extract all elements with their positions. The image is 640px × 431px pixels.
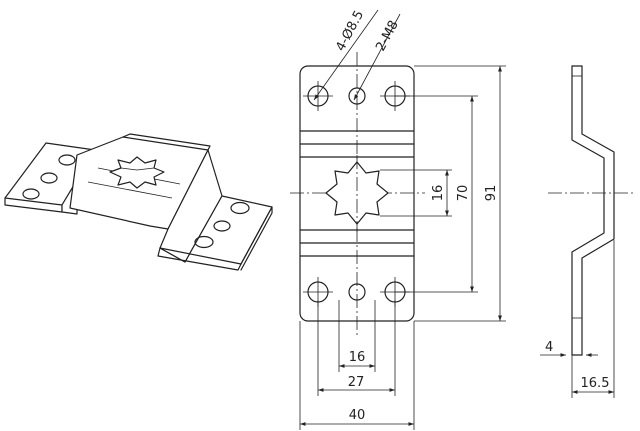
leader-holes-large bbox=[313, 9, 379, 101]
side-profile-inner bbox=[581, 65, 615, 356]
iso-hole-5 bbox=[213, 220, 231, 232]
thread-hole-top bbox=[348, 87, 366, 105]
side-profile-outer bbox=[571, 65, 605, 356]
iso-hole-4 bbox=[230, 201, 250, 215]
iso-star-inner bbox=[120, 167, 155, 171]
star-cutout bbox=[325, 161, 389, 225]
iso-top-edge bbox=[122, 133, 211, 151]
iso-hole-3 bbox=[22, 188, 40, 200]
label-star-width: 16 bbox=[431, 185, 446, 202]
label-overall-width: 40 bbox=[349, 408, 366, 423]
iso-bend-line-2 bbox=[87, 181, 173, 199]
iso-hole-2 bbox=[40, 172, 58, 184]
label-overall-length: 91 bbox=[484, 185, 499, 202]
isometric-view bbox=[4, 133, 273, 271]
iso-right-flange-side bbox=[240, 206, 273, 271]
label-height: 16.5 bbox=[581, 376, 610, 391]
iso-star-cutout bbox=[109, 156, 165, 189]
front-dimensions: 4-Ø8.5 2-M8 16 70 91 16 27 40 bbox=[299, 8, 506, 430]
label-holes-thread: 2-M8 bbox=[373, 18, 401, 54]
thread-hole-bottom bbox=[348, 283, 366, 301]
label-center-large: 27 bbox=[348, 375, 365, 390]
label-thickness: 4 bbox=[545, 340, 553, 355]
label-holes-large: 4-Ø8.5 bbox=[333, 8, 367, 54]
leader-holes-thread bbox=[353, 13, 401, 101]
iso-hole-1 bbox=[58, 154, 76, 166]
label-center-small: 16 bbox=[349, 350, 366, 365]
front-view bbox=[290, 52, 425, 335]
iso-right-flange-edge bbox=[157, 247, 242, 271]
iso-hole-6 bbox=[194, 235, 214, 249]
label-hole-spacing: 70 bbox=[456, 185, 471, 202]
side-view bbox=[548, 65, 635, 356]
side-dimensions: 4 16.5 bbox=[540, 240, 615, 398]
